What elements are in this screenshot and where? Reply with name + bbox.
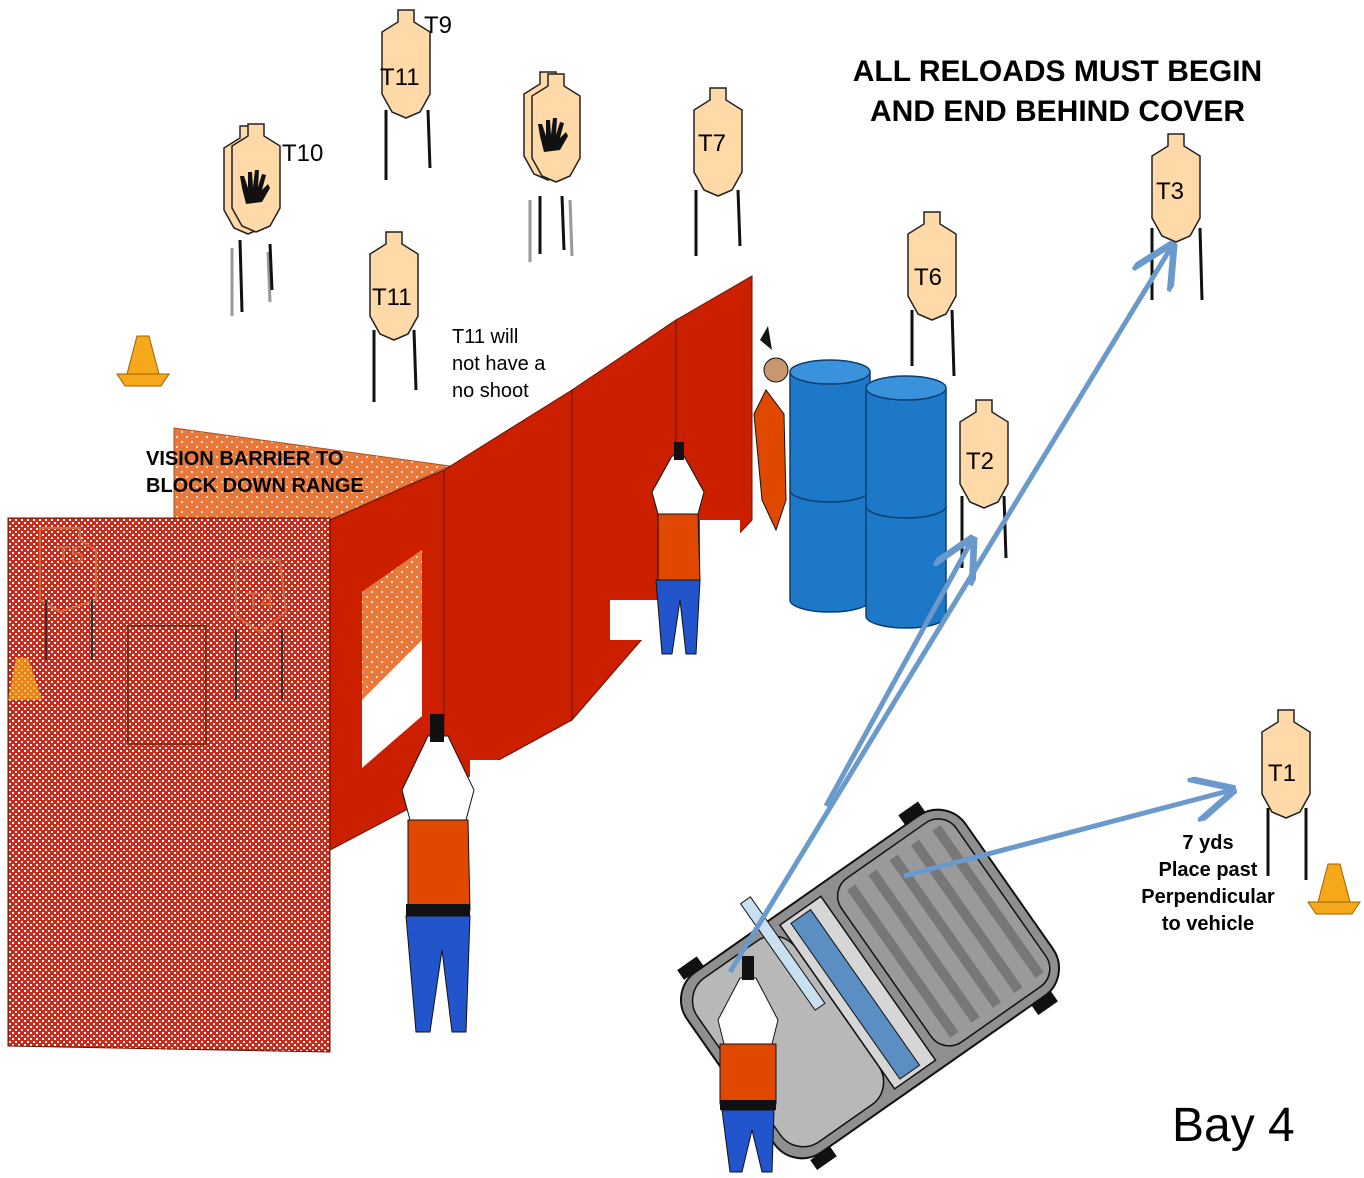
title-line-2: AND END BEHIND COVER <box>869 95 1246 128</box>
cone-icon <box>116 335 170 387</box>
target-t11-mid-group <box>369 231 419 402</box>
target-t6-group <box>907 211 957 377</box>
t11-note-line-3: no shoot <box>452 380 529 402</box>
red-wall <box>329 275 753 851</box>
t1-note-line-2: Place past <box>1158 859 1258 881</box>
target-t9-group <box>381 9 432 180</box>
target-label-t1: T1 <box>1268 760 1297 787</box>
page-title: ALL RELOADS MUST BEGIN AND END BEHIND CO… <box>800 52 1315 132</box>
shooter-figure <box>753 326 789 532</box>
target-t1-group <box>1261 709 1311 880</box>
t1-note-line-1: 7 yds <box>1182 832 1234 854</box>
shooter-figure <box>651 442 705 655</box>
t11-note-line-2: not have a <box>452 353 546 375</box>
shooter-figure <box>401 714 475 1033</box>
target-t3-group <box>1150 133 1204 301</box>
shooter-figure <box>717 956 779 1173</box>
target-label-t11-top: T11 <box>380 64 420 91</box>
t11-note-line-1: T11 will <box>452 326 519 348</box>
target-label-t10: T10 <box>282 140 324 167</box>
shot-arrows <box>727 246 1232 974</box>
target-label-t3: T3 <box>1156 178 1185 205</box>
foreground-checkered-wall <box>7 517 331 1053</box>
target-t10-group <box>223 123 281 316</box>
target-label-t11-mid: T11 <box>372 284 412 311</box>
vision-line-1: VISION BARRIER TO <box>146 448 344 470</box>
barrel-stack <box>789 359 947 629</box>
t1-note-line-4: to vehicle <box>1161 913 1255 935</box>
cone-icon <box>1307 863 1361 915</box>
target-label-t4: T4 <box>246 588 275 615</box>
target-t2-group <box>959 399 1009 568</box>
target-no-shoot-center <box>523 71 581 262</box>
vision-barrier-label: VISION BARRIER TO BLOCK DOWN RANGE <box>146 446 364 500</box>
target-t7-group <box>693 87 743 256</box>
title-line-1: ALL RELOADS MUST BEGIN <box>852 55 1263 88</box>
bay-label: Bay 4 <box>1172 1099 1295 1152</box>
target-label-t5: T5 <box>56 542 85 569</box>
t11-note: T11 will not have a no shoot <box>452 324 582 405</box>
target-label-t2: T2 <box>966 448 995 475</box>
vehicle-icon <box>677 801 1060 1170</box>
target-label-t9: T9 <box>424 12 453 39</box>
target-label-t7: T7 <box>698 130 727 157</box>
vision-line-2: BLOCK DOWN RANGE <box>146 475 364 497</box>
t1-note-line-3: Perpendicular <box>1141 886 1275 908</box>
target-label-t6: T6 <box>914 264 943 291</box>
t1-placement-note: 7 yds Place past Perpendicular to vehicl… <box>1110 830 1306 938</box>
